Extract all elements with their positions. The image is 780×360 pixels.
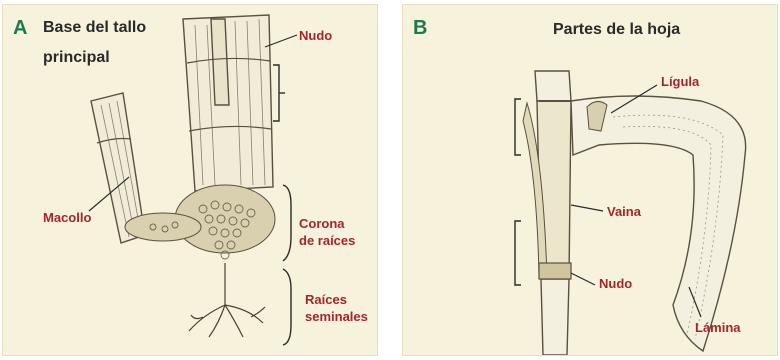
panel-a-title-line1: Base del tallo — [43, 15, 146, 41]
panel-b-letter: B — [413, 17, 427, 40]
label-nudo-a: Nudo — [299, 27, 332, 44]
label-nudo-b: Nudo — [599, 275, 632, 292]
label-vaina: Vaina — [607, 203, 641, 220]
label-lamina: Lámina — [695, 319, 741, 336]
label-raices-line1: Raíces — [305, 291, 347, 308]
leaf-illustration — [403, 5, 778, 356]
label-corona-line2: de raíces — [299, 232, 355, 249]
label-corona-line1: Corona — [299, 215, 345, 232]
panel-a-title-line2: principal — [43, 45, 110, 71]
label-ligula: Lígula — [661, 73, 699, 90]
panel-b-title: Partes de la hoja — [553, 17, 680, 43]
panel-a-stem-base: A Base del tallo principal Nudo Macollo … — [2, 4, 378, 356]
panel-b-leaf-parts: B Partes de la hoja Lígula Vaina Nudo Lá… — [402, 4, 778, 356]
panel-a-letter: A — [13, 17, 27, 40]
label-macollo: Macollo — [43, 209, 91, 226]
label-raices-line2: seminales — [305, 308, 368, 325]
